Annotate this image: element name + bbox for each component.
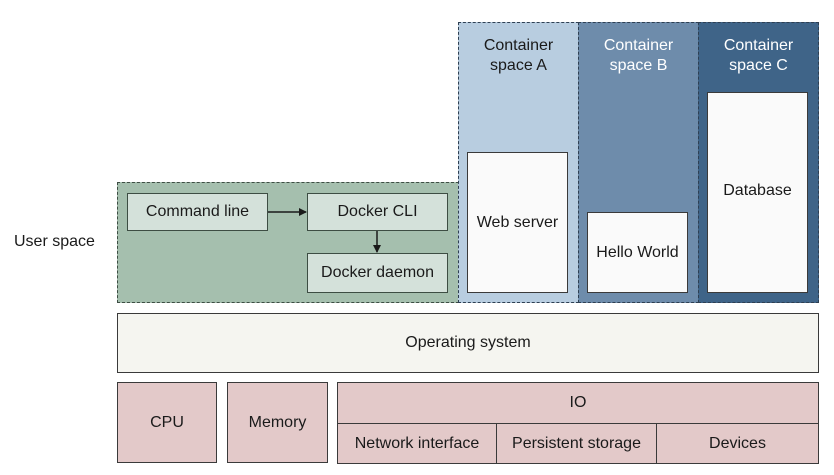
io-box: IO Network interface Persistent storage … [336,382,819,464]
hello-world-box: Hello World [587,212,688,293]
web-server-box: Web server [467,152,568,293]
web-server-label: Web server [476,213,559,231]
operating-system-box: Operating system [117,313,819,373]
memory-label: Memory [248,413,307,431]
cpu-box: CPU [117,382,217,463]
devices-box: Devices [656,423,819,464]
cpu-label: CPU [150,413,184,431]
container-space-a-title: Container space A [483,37,554,74]
io-header: IO [338,383,818,423]
network-interface-label: Network interface [354,434,480,452]
operating-system-label: Operating system [405,334,531,351]
persistent-storage-box: Persistent storage [496,423,657,464]
container-space-c-title: Container space C [723,37,794,74]
hello-world-label: Hello World [596,243,679,261]
docker-daemon-label: Docker daemon [321,264,434,281]
command-line-label: Command line [145,203,250,220]
database-label: Database [723,182,792,199]
memory-box: Memory [227,382,328,463]
database-box: Database [707,92,808,293]
docker-cli-box: Docker CLI [307,193,448,231]
io-label: IO [569,394,587,411]
network-interface-box: Network interface [336,423,498,464]
container-space-b-title: Container space B [603,37,674,74]
command-line-box: Command line [127,193,268,231]
devices-label: Devices [709,434,766,452]
user-space-label: User space [14,233,95,250]
docker-cli-label: Docker CLI [337,203,418,220]
persistent-storage-label: Persistent storage [512,434,641,452]
docker-daemon-box: Docker daemon [307,253,448,293]
